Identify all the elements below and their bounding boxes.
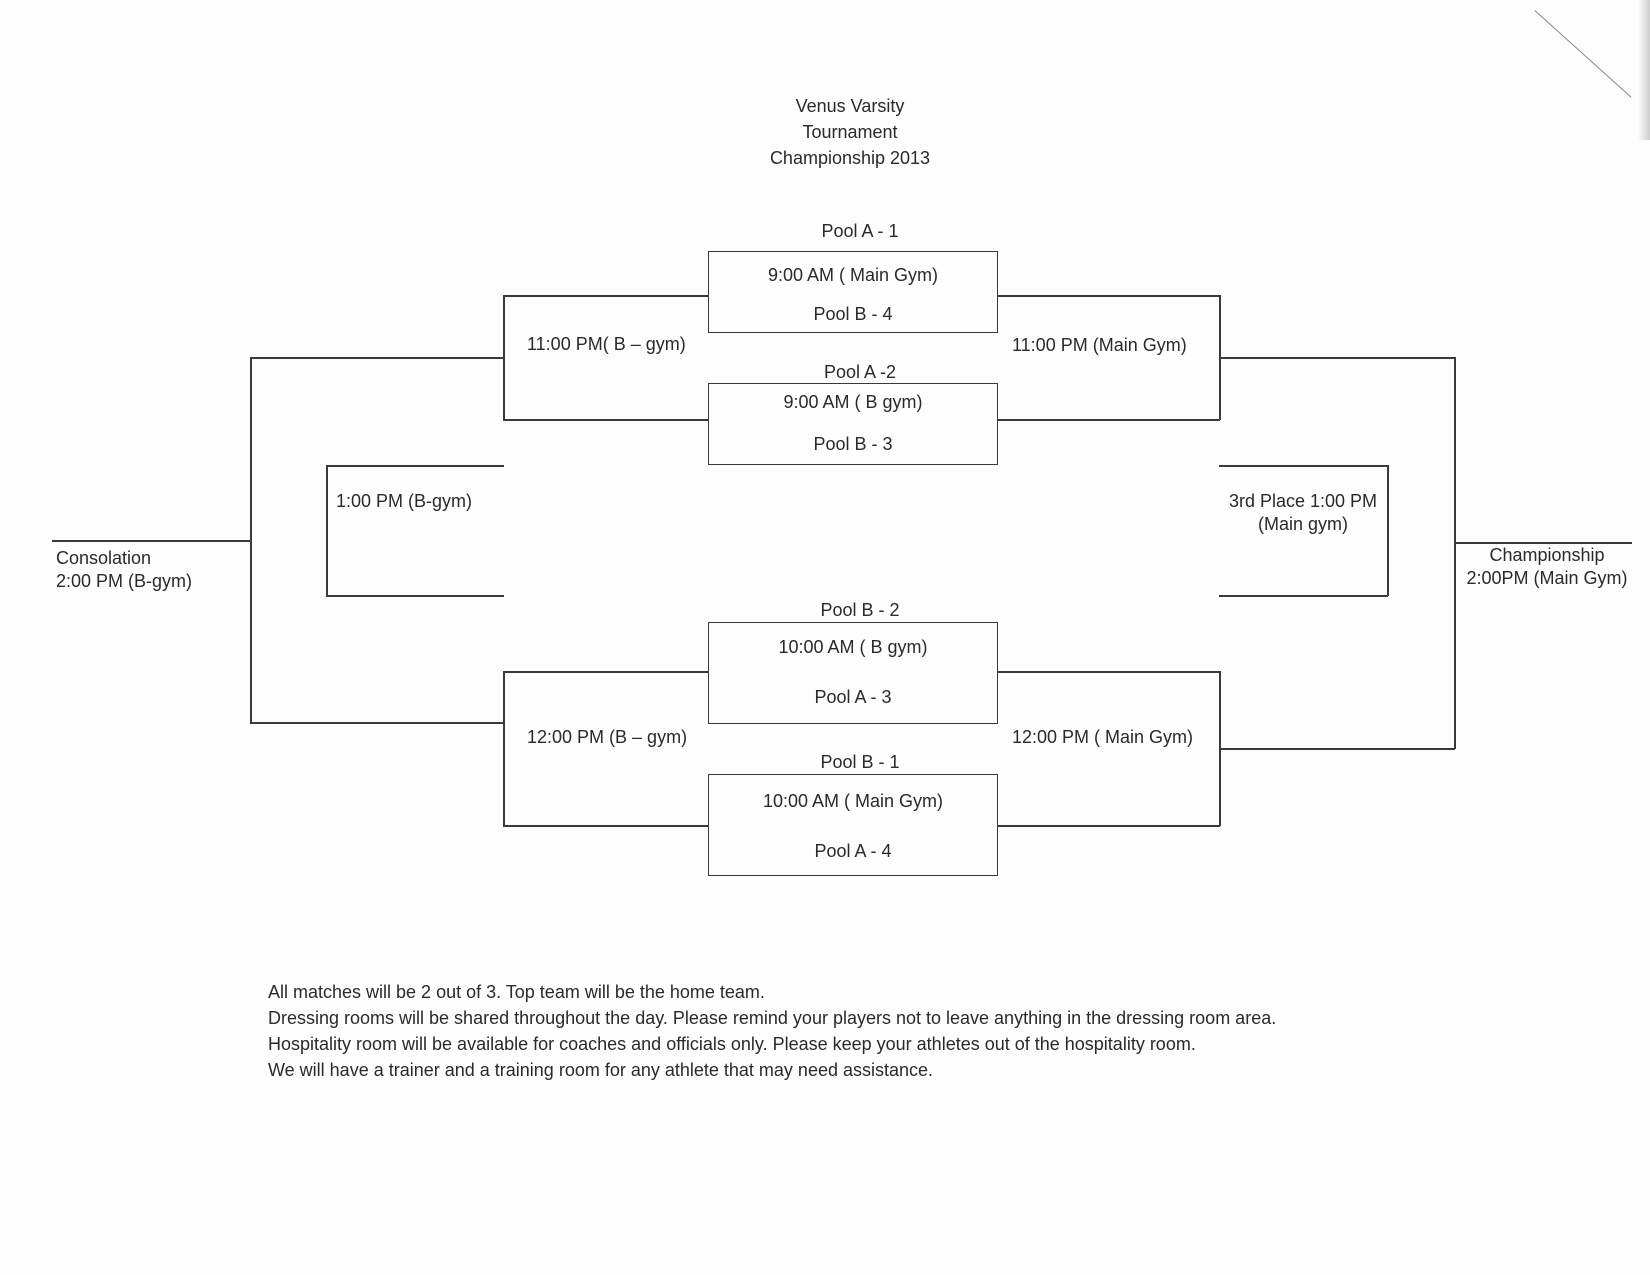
third-place-line-2: (Main gym) [1257, 514, 1348, 534]
match2-box [708, 383, 998, 465]
title-line-2: Tournament [802, 122, 898, 142]
match2-top-seed: Pool A -2 [823, 362, 897, 382]
third-place-line-1: 3rd Place 1:00 PM [1228, 491, 1378, 511]
left-outer-top-line [250, 357, 504, 359]
note-line: Dressing rooms will be shared throughout… [268, 1008, 1277, 1028]
match4-bottom-seed: Pool A - 4 [814, 841, 892, 861]
left-upper-match-time: 11:00 PM( B – gym) [527, 334, 686, 354]
right-upper-bottom-line [997, 419, 1220, 421]
match1-time: 9:00 AM ( Main Gym) [767, 265, 939, 285]
left-lower-top-line [503, 671, 709, 673]
note-line: We will have a trainer and a training ro… [268, 1060, 934, 1080]
consolation-label: Consolation [56, 548, 152, 568]
left-lower-bottom-line [503, 825, 709, 827]
match4-time: 10:00 AM ( Main Gym) [762, 791, 944, 811]
left-lower-match-time: 12:00 PM (B – gym) [527, 727, 688, 747]
left-middle-match-time: 1:00 PM (B-gym) [336, 491, 473, 511]
right-lower-bottom-line [997, 825, 1220, 827]
note-line: Hospitality room will be available for c… [268, 1034, 1196, 1054]
page-fold-mark [1534, 10, 1632, 98]
championship-label: Championship [1489, 545, 1605, 565]
right-upper-match-time: 11:00 PM (Main Gym) [1012, 335, 1187, 355]
title-line-3: Championship 2013 [769, 148, 931, 168]
left-middle-bottom-line [326, 595, 504, 597]
left-outer-bottom-line [250, 722, 504, 724]
right-lower-vertical [1219, 671, 1221, 826]
match1-bottom-seed: Pool B - 4 [813, 304, 893, 324]
right-outer-bottom-line [1220, 748, 1455, 750]
right-middle-vertical [1387, 465, 1389, 596]
left-middle-top-line [326, 465, 504, 467]
match2-bottom-seed: Pool B - 3 [813, 434, 893, 454]
tournament-notes: All matches will be 2 out of 3. Top team… [268, 979, 1276, 1083]
championship-time: 2:00PM (Main Gym) [1466, 568, 1628, 588]
right-middle-top-line [1219, 465, 1388, 467]
match4-top-seed: Pool B - 1 [820, 752, 900, 772]
scan-edge-shadow [1638, 0, 1650, 140]
right-lower-top-line [997, 671, 1220, 673]
title-line-1: Venus Varsity [795, 96, 905, 116]
right-lower-match-time: 12:00 PM ( Main Gym) [1012, 727, 1194, 747]
left-upper-bottom-line [503, 419, 709, 421]
left-middle-vertical [326, 465, 328, 596]
note-line: All matches will be 2 out of 3. Top team… [268, 982, 765, 1002]
consolation-line [52, 540, 251, 542]
page-title: Venus Varsity Tournament Championship 20… [700, 93, 1000, 171]
match3-top-seed: Pool B - 2 [820, 600, 900, 620]
match3-bottom-seed: Pool A - 3 [814, 687, 892, 707]
right-middle-bottom-line [1219, 595, 1388, 597]
match3-time: 10:00 AM ( B gym) [778, 637, 928, 657]
match1-top-seed: Pool A - 1 [821, 221, 899, 241]
right-outer-vertical [1454, 357, 1456, 749]
match1-box [708, 251, 998, 333]
left-lower-vertical [503, 671, 505, 826]
consolation-time: 2:00 PM (B-gym) [56, 571, 193, 591]
match2-time: 9:00 AM ( B gym) [783, 392, 923, 412]
right-upper-vertical [1219, 295, 1221, 420]
championship-line [1454, 542, 1632, 544]
match3-box [708, 622, 998, 724]
right-upper-top-line [997, 295, 1220, 297]
left-upper-top-line [503, 295, 709, 297]
right-outer-top-line [1220, 357, 1455, 359]
